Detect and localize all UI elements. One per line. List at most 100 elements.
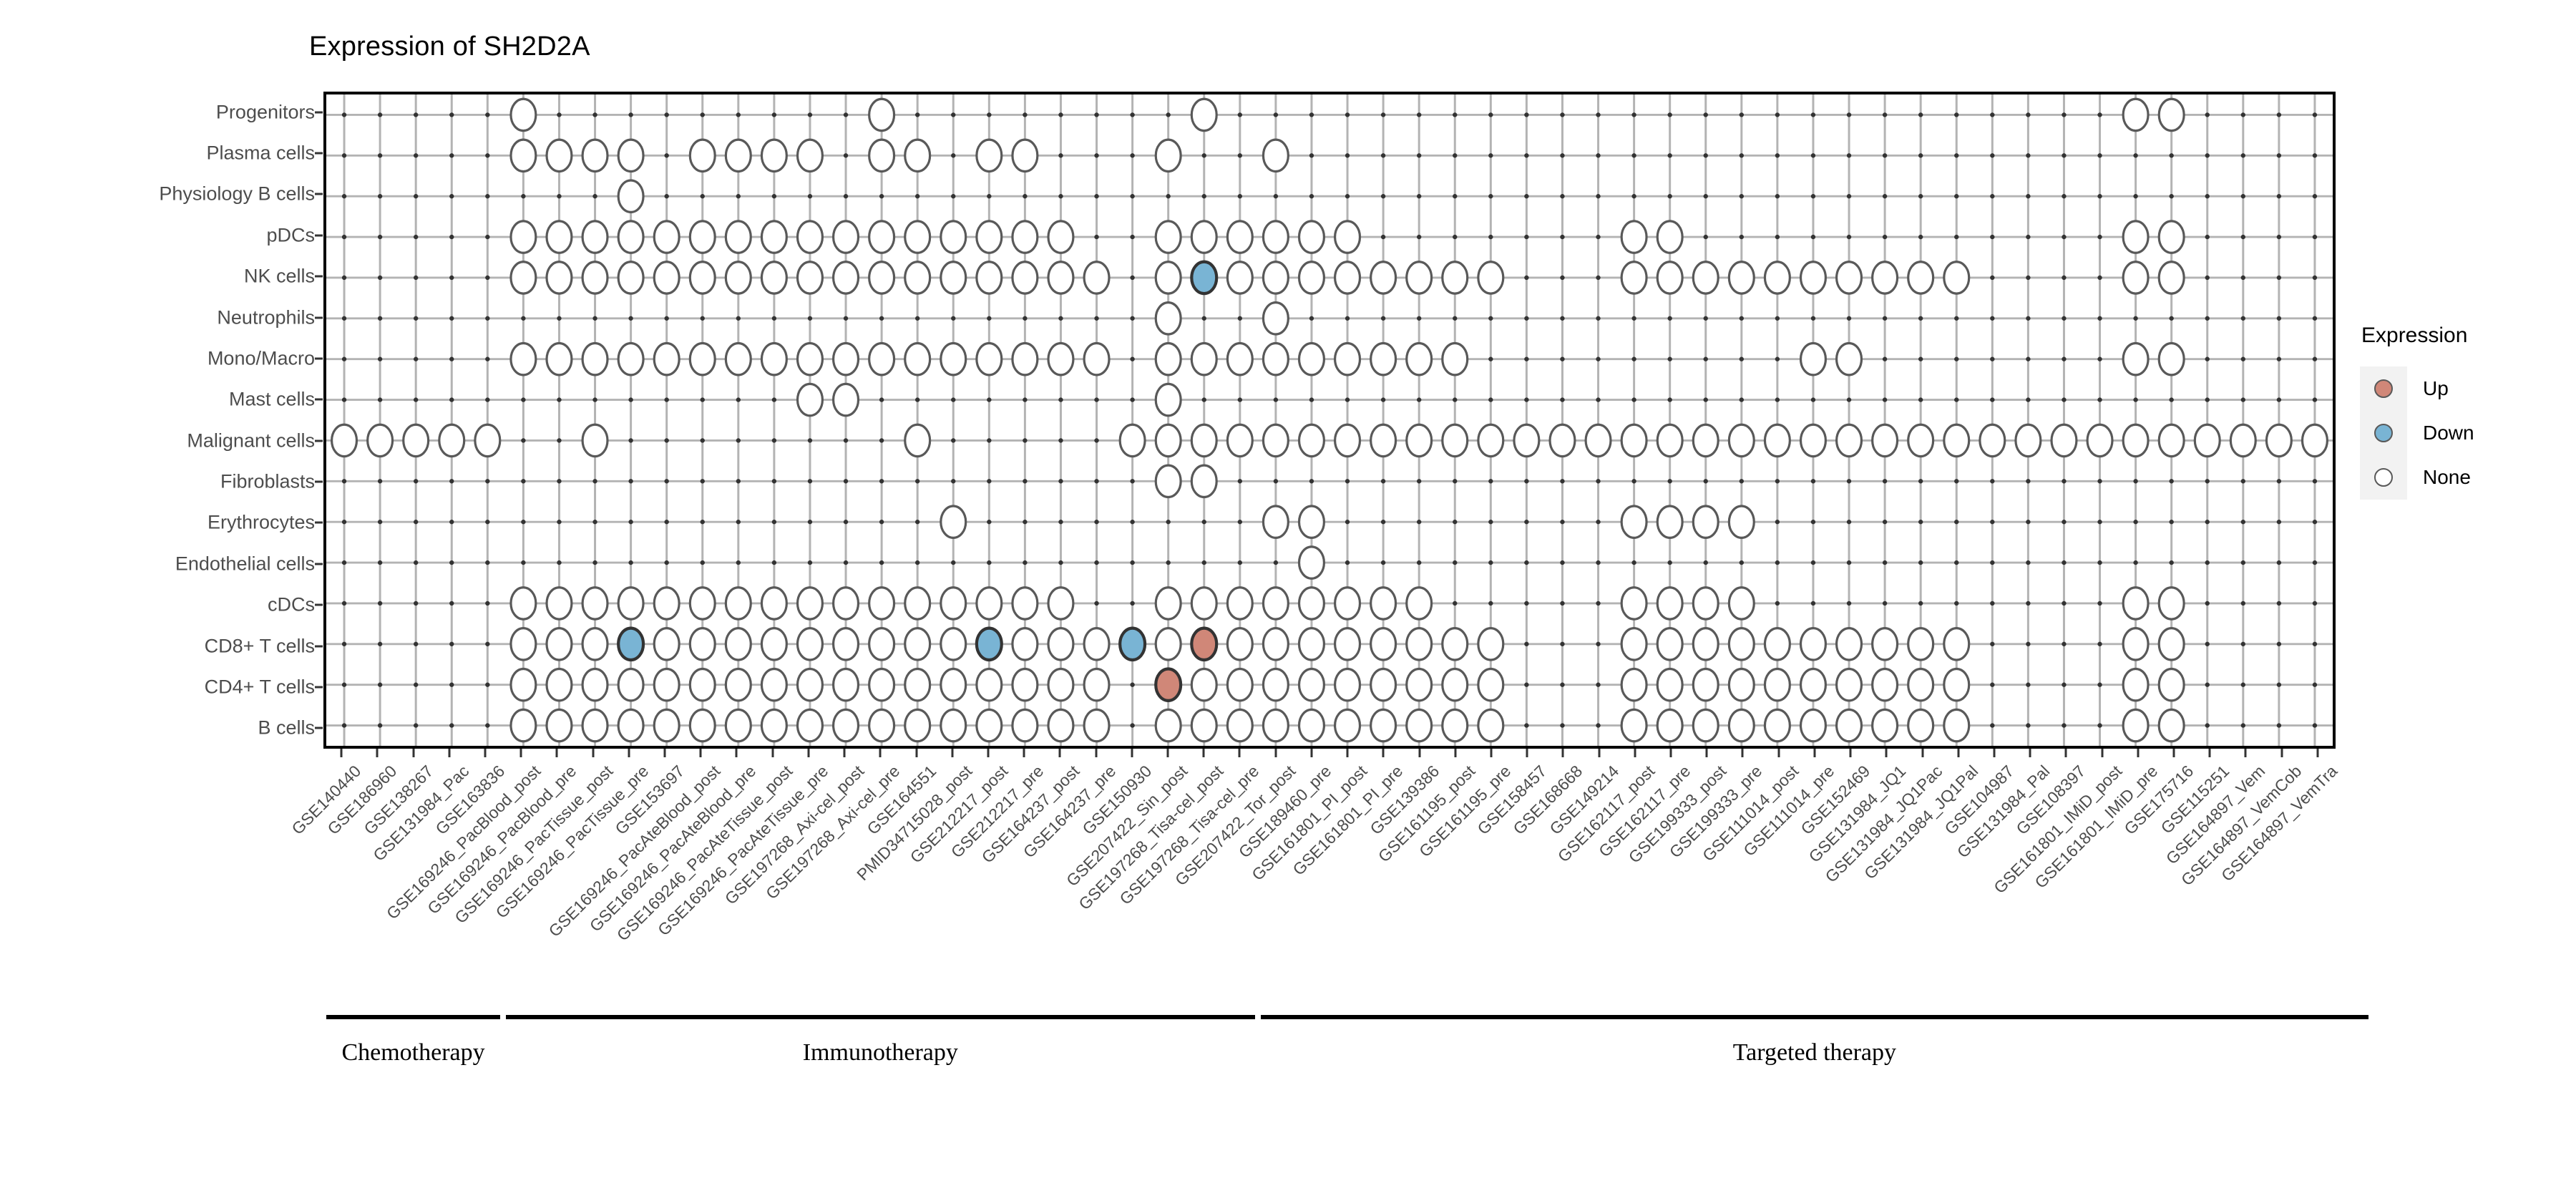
- expression-dot[interactable]: [796, 261, 824, 295]
- expression-dot[interactable]: [653, 667, 680, 702]
- expression-dot[interactable]: [402, 423, 430, 458]
- expression-dot[interactable]: [760, 586, 788, 621]
- expression-dot[interactable]: [1871, 261, 1899, 295]
- expression-dot[interactable]: [1620, 220, 1648, 254]
- expression-dot[interactable]: [2086, 423, 2114, 458]
- expression-dot[interactable]: [760, 667, 788, 702]
- expression-dot[interactable]: [474, 423, 502, 458]
- expression-dot[interactable]: [1979, 423, 2006, 458]
- expression-dot[interactable]: [1226, 220, 1254, 254]
- expression-dot[interactable]: [1190, 586, 1218, 621]
- expression-dot[interactable]: [545, 586, 573, 621]
- expression-dot[interactable]: [796, 586, 824, 621]
- expression-dot[interactable]: [1226, 423, 1254, 458]
- expression-dot[interactable]: [1441, 667, 1469, 702]
- expression-dot[interactable]: [509, 586, 537, 621]
- expression-dot[interactable]: [724, 220, 752, 254]
- expression-dot[interactable]: [975, 341, 1003, 376]
- expression-dot[interactable]: [904, 138, 932, 173]
- expression-dot[interactable]: [1692, 261, 1719, 295]
- expression-dot[interactable]: [1907, 667, 1935, 702]
- expression-dot[interactable]: [617, 667, 645, 702]
- expression-dot[interactable]: [1262, 708, 1289, 743]
- expression-dot[interactable]: [1190, 220, 1218, 254]
- expression-dot[interactable]: [831, 586, 860, 621]
- expression-dot[interactable]: [1620, 586, 1648, 621]
- expression-dot[interactable]: [2122, 627, 2150, 661]
- expression-dot[interactable]: [904, 586, 932, 621]
- expression-dot[interactable]: [1011, 708, 1039, 743]
- expression-dot[interactable]: [724, 708, 752, 743]
- expression-dot[interactable]: [2122, 341, 2150, 376]
- expression-dot[interactable]: [975, 586, 1003, 621]
- expression-dot[interactable]: [509, 667, 537, 702]
- expression-dot[interactable]: [1083, 341, 1111, 376]
- expression-dot[interactable]: [1692, 423, 1719, 458]
- expression-dot[interactable]: [868, 261, 896, 295]
- expression-dot[interactable]: [1047, 667, 1075, 702]
- expression-dot[interactable]: [868, 586, 896, 621]
- expression-dot[interactable]: [1154, 586, 1182, 621]
- expression-dot[interactable]: [2157, 667, 2185, 702]
- expression-dot[interactable]: [904, 341, 932, 376]
- expression-dot[interactable]: [760, 341, 788, 376]
- expression-dot[interactable]: [1190, 341, 1218, 376]
- expression-dot[interactable]: [1584, 423, 1612, 458]
- expression-dot[interactable]: [1011, 138, 1039, 173]
- expression-dot[interactable]: [653, 708, 680, 743]
- expression-dot[interactable]: [2157, 708, 2185, 743]
- expression-dot[interactable]: [1656, 505, 1684, 539]
- expression-dot[interactable]: [1477, 667, 1505, 702]
- expression-dot[interactable]: [724, 341, 752, 376]
- expression-dot[interactable]: [1154, 627, 1182, 661]
- expression-dot[interactable]: [653, 261, 680, 295]
- expression-dot[interactable]: [1727, 667, 1755, 702]
- legend-item[interactable]: None: [2360, 455, 2575, 500]
- expression-dot[interactable]: [1333, 220, 1362, 254]
- expression-dot[interactable]: [2122, 97, 2150, 132]
- expression-dot[interactable]: [1333, 627, 1362, 661]
- expression-dot[interactable]: [940, 708, 967, 743]
- expression-dot[interactable]: [1190, 97, 1218, 132]
- expression-dot[interactable]: [2265, 423, 2293, 458]
- expression-dot[interactable]: [1190, 667, 1218, 702]
- expression-dot[interactable]: [940, 220, 967, 254]
- expression-dot[interactable]: [1763, 627, 1791, 661]
- expression-dot[interactable]: [1477, 423, 1505, 458]
- expression-dot[interactable]: [1154, 301, 1182, 336]
- expression-dot[interactable]: [1405, 667, 1433, 702]
- expression-dot[interactable]: [1799, 627, 1828, 661]
- expression-dot[interactable]: [1297, 423, 1326, 458]
- expression-dot[interactable]: [1190, 423, 1218, 458]
- expression-dot[interactable]: [1656, 627, 1684, 661]
- expression-dot[interactable]: [904, 627, 932, 661]
- expression-dot[interactable]: [1083, 627, 1111, 661]
- expression-dot[interactable]: [1907, 708, 1935, 743]
- expression-dot[interactable]: [1405, 423, 1433, 458]
- expression-dot[interactable]: [975, 667, 1003, 702]
- expression-dot[interactable]: [1799, 667, 1828, 702]
- expression-dot[interactable]: [1047, 220, 1075, 254]
- expression-dot[interactable]: [1405, 708, 1433, 743]
- expression-dot[interactable]: [1548, 423, 1576, 458]
- expression-dot[interactable]: [1620, 667, 1648, 702]
- expression-dot[interactable]: [2193, 423, 2221, 458]
- expression-dot[interactable]: [1226, 586, 1254, 621]
- expression-dot[interactable]: [581, 708, 609, 743]
- expression-dot[interactable]: [1513, 423, 1541, 458]
- expression-dot[interactable]: [1692, 627, 1719, 661]
- expression-dot[interactable]: [1190, 626, 1219, 662]
- expression-dot[interactable]: [1297, 545, 1326, 580]
- expression-dot[interactable]: [760, 138, 788, 173]
- expression-dot[interactable]: [831, 261, 860, 295]
- expression-dot[interactable]: [1620, 627, 1648, 661]
- expression-dot[interactable]: [1154, 464, 1182, 499]
- expression-dot[interactable]: [1011, 627, 1039, 661]
- expression-dot[interactable]: [617, 341, 645, 376]
- expression-dot[interactable]: [2229, 423, 2257, 458]
- expression-dot[interactable]: [760, 627, 788, 661]
- expression-dot[interactable]: [1799, 708, 1828, 743]
- expression-dot[interactable]: [1262, 341, 1289, 376]
- expression-dot[interactable]: [653, 586, 680, 621]
- expression-dot[interactable]: [1118, 423, 1146, 458]
